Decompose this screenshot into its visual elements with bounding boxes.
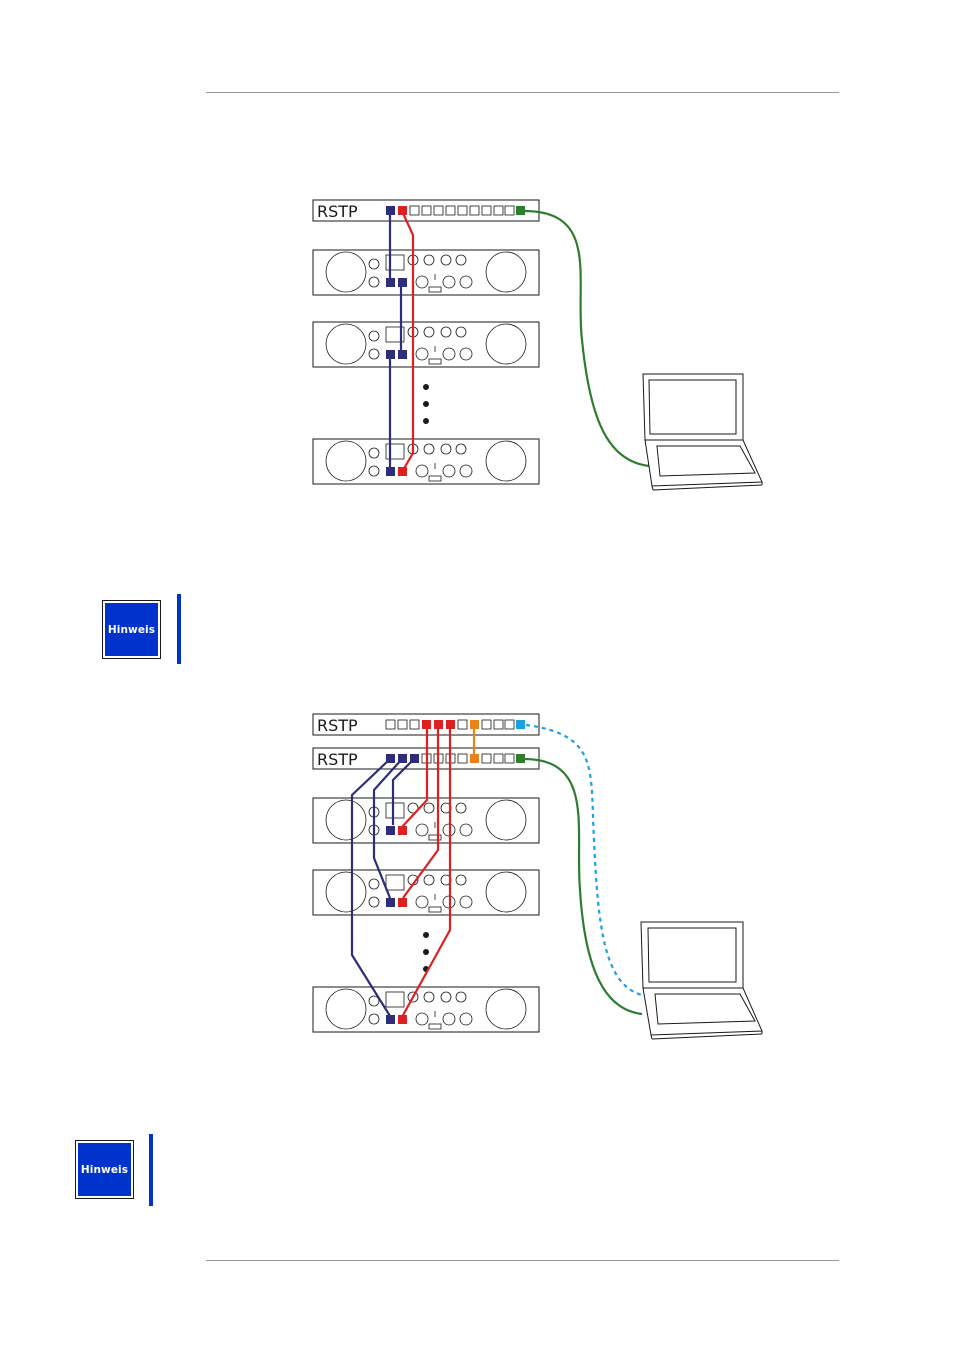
network-device: [312, 438, 540, 485]
device-port: [386, 898, 395, 907]
device-port: [386, 826, 395, 835]
continuation-dots: [423, 384, 429, 424]
switch-label: RSTP: [317, 202, 358, 221]
network-device: [312, 869, 540, 916]
network-diagram-single-switch: RSTP: [312, 199, 763, 491]
hinweis-label: Hinweis: [80, 1163, 129, 1176]
hinweis-badge: Hinweis: [75, 1140, 134, 1199]
device-port: [398, 898, 407, 907]
rstp-switch: RSTP: [312, 199, 540, 222]
device-port: [398, 1015, 407, 1024]
link-switch-b-to-device-2: [372, 758, 403, 899]
switch-port: [386, 206, 395, 215]
device-port: [398, 278, 407, 287]
device-port: [386, 278, 395, 287]
ring-link-device-n-to-switch: [401, 210, 415, 473]
switch-port: [516, 206, 525, 215]
laptop: [640, 921, 763, 1040]
footer-rule: [206, 1260, 839, 1261]
rstp-switch-top: RSTP: [312, 713, 540, 736]
header-rule: [206, 92, 839, 93]
link-switch-to-pc: [523, 209, 651, 468]
hinweis-badge: Hinweis: [102, 600, 161, 659]
network-device: [312, 986, 540, 1033]
device-port: [386, 467, 395, 476]
network-device: [312, 249, 540, 296]
backup-link-switch-a-to-pc: [525, 723, 643, 997]
hinweis-label: Hinweis: [107, 623, 156, 636]
network-device: [312, 321, 540, 368]
note-accent-bar: [149, 1134, 153, 1206]
link-switch-a-to-device-2: [402, 725, 440, 899]
continuation-dots: [423, 932, 429, 972]
link-switch-a-to-device-1: [400, 725, 429, 829]
link-switch-a-to-device-n: [401, 725, 452, 1018]
device-port: [386, 1015, 395, 1024]
switch-label: RSTP: [317, 750, 358, 769]
link-switch-b-to-device-1: [391, 758, 415, 825]
device-port: [398, 826, 407, 835]
network-device: [312, 797, 540, 844]
link-switch-b-to-pc: [523, 757, 643, 1016]
note-accent-bar: [177, 594, 181, 664]
device-port: [398, 350, 407, 359]
switch-port: [398, 206, 407, 215]
laptop: [642, 373, 763, 491]
network-diagram-dual-switch: RSTP RSTP: [312, 713, 763, 1040]
switch-label: RSTP: [317, 716, 358, 735]
link-switch-b-to-device-n: [350, 758, 391, 1017]
